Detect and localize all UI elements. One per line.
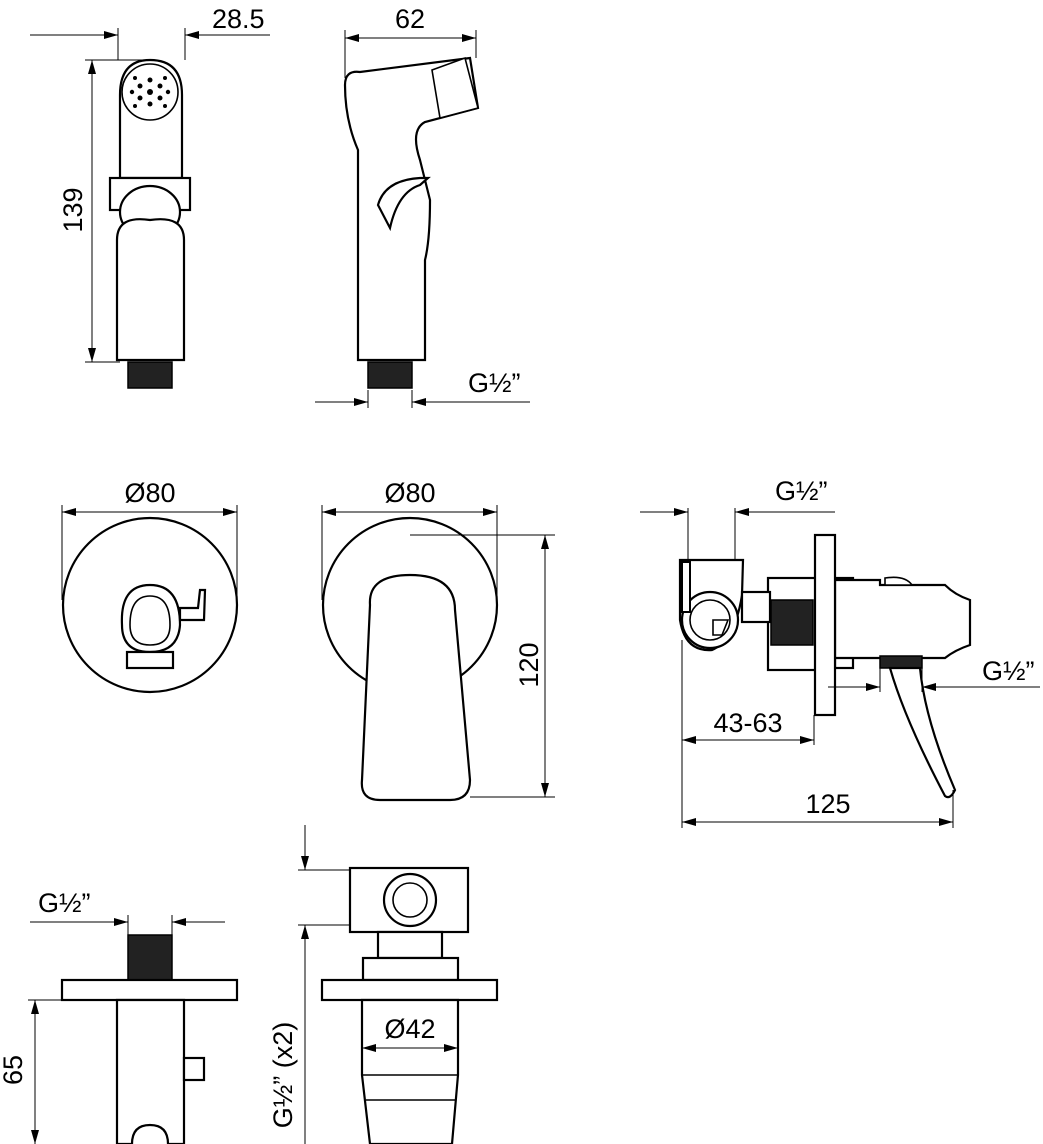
valve-side-view bbox=[678, 533, 972, 799]
valve-front-dims bbox=[321, 505, 555, 798]
height-label: 65 bbox=[0, 1055, 28, 1085]
height-label: 120 bbox=[514, 642, 544, 687]
holder-side-dims bbox=[28, 915, 225, 1144]
wall-depth-label: 43-63 bbox=[713, 708, 782, 738]
diameter-label: Ø80 bbox=[124, 478, 175, 508]
handset-side-dims bbox=[315, 30, 530, 408]
handset-side-view bbox=[343, 56, 480, 389]
connector-side-dims bbox=[298, 825, 458, 1144]
diameter-label: Ø42 bbox=[384, 1014, 435, 1044]
length-label: 125 bbox=[805, 789, 850, 819]
handset-front-dims bbox=[30, 28, 270, 363]
width-label: 28.5 bbox=[212, 4, 265, 34]
depth-label: 62 bbox=[395, 4, 425, 34]
holder-plate-dims bbox=[61, 505, 238, 600]
handset-front-view bbox=[108, 58, 192, 389]
thread-label: G½” (x2) bbox=[268, 1022, 298, 1129]
holder-plate-front-view bbox=[61, 516, 239, 694]
inlet-thread-label: G½” bbox=[775, 476, 828, 506]
thread-label: G½” bbox=[468, 368, 521, 398]
valve-front-view bbox=[321, 516, 499, 802]
outlet-thread-label: G½” bbox=[982, 656, 1035, 686]
thread-label: G½” bbox=[38, 888, 91, 918]
spray-nozzle-holes bbox=[129, 76, 171, 108]
height-label: 139 bbox=[58, 187, 88, 232]
diameter-label: Ø80 bbox=[384, 478, 435, 508]
connector-side-view bbox=[320, 866, 499, 1144]
holder-side-view bbox=[60, 934, 239, 1144]
valve-side-dims bbox=[640, 508, 1040, 828]
